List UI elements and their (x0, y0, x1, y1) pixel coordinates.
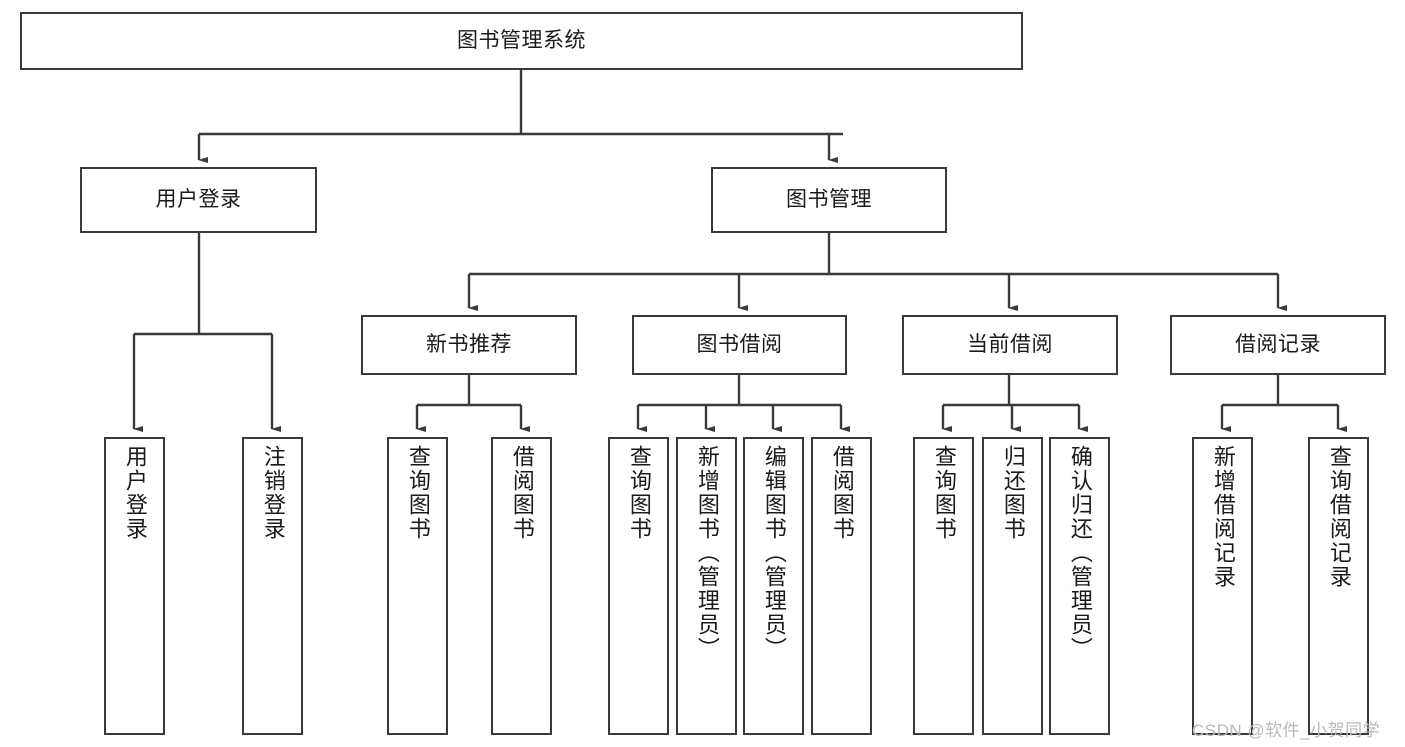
node-user-login[interactable]: 用户登录 (80, 167, 317, 233)
node-label: 注销登录 (260, 445, 286, 541)
node-label: 确认归还（管理员） (1067, 445, 1093, 661)
node-label: 查询图书 (931, 445, 957, 541)
csdn-watermark: CSDN @软件_小贺同学 (1192, 721, 1381, 740)
node-label: 借阅图书 (829, 445, 855, 541)
leaf-logout[interactable]: 注销登录 (242, 437, 303, 735)
node-label: 查询图书 (626, 445, 652, 541)
node-book-management[interactable]: 图书管理 (711, 167, 947, 233)
leaf-query-book-borrow[interactable]: 查询图书 (608, 437, 669, 735)
leaf-borrow-book-recommend[interactable]: 借阅图书 (491, 437, 552, 735)
node-label: 查询借阅记录 (1326, 445, 1352, 589)
node-root-book-management-system[interactable]: 图书管理系统 (20, 12, 1023, 70)
node-label: 借阅图书 (509, 445, 535, 541)
leaf-user-login[interactable]: 用户登录 (104, 437, 165, 735)
node-label: 图书借阅 (696, 332, 783, 356)
leaf-borrow-book[interactable]: 借阅图书 (811, 437, 872, 735)
leaf-query-borrow-record[interactable]: 查询借阅记录 (1308, 437, 1369, 735)
leaf-return-book[interactable]: 归还图书 (982, 437, 1043, 735)
node-label: 当前借阅 (967, 332, 1053, 356)
node-label: 用户登录 (155, 187, 242, 211)
node-current-borrow[interactable]: 当前借阅 (902, 315, 1118, 375)
leaf-edit-book-admin[interactable]: 编辑图书（管理员） (743, 437, 804, 735)
node-label: 图书管理系统 (457, 28, 586, 52)
node-book-borrow[interactable]: 图书借阅 (632, 315, 847, 375)
node-label: 图书管理 (786, 187, 872, 211)
leaf-query-book-current[interactable]: 查询图书 (913, 437, 974, 735)
node-borrow-record[interactable]: 借阅记录 (1170, 315, 1386, 375)
node-label: 新增图书（管理员） (694, 445, 720, 661)
node-label: 用户登录 (122, 445, 148, 541)
leaf-confirm-return-admin[interactable]: 确认归还（管理员） (1049, 437, 1110, 735)
leaf-query-book-recommend[interactable]: 查询图书 (387, 437, 448, 735)
leaf-add-book-admin[interactable]: 新增图书（管理员） (676, 437, 737, 735)
node-label: 借阅记录 (1235, 332, 1321, 356)
node-new-book-recommend[interactable]: 新书推荐 (361, 315, 577, 375)
node-label: 归还图书 (1000, 445, 1026, 541)
node-label: 查询图书 (405, 445, 431, 541)
node-label: 新增借阅记录 (1210, 445, 1236, 589)
leaf-add-borrow-record[interactable]: 新增借阅记录 (1192, 437, 1253, 735)
node-label: 编辑图书（管理员） (761, 445, 787, 661)
node-label: 新书推荐 (426, 332, 512, 356)
